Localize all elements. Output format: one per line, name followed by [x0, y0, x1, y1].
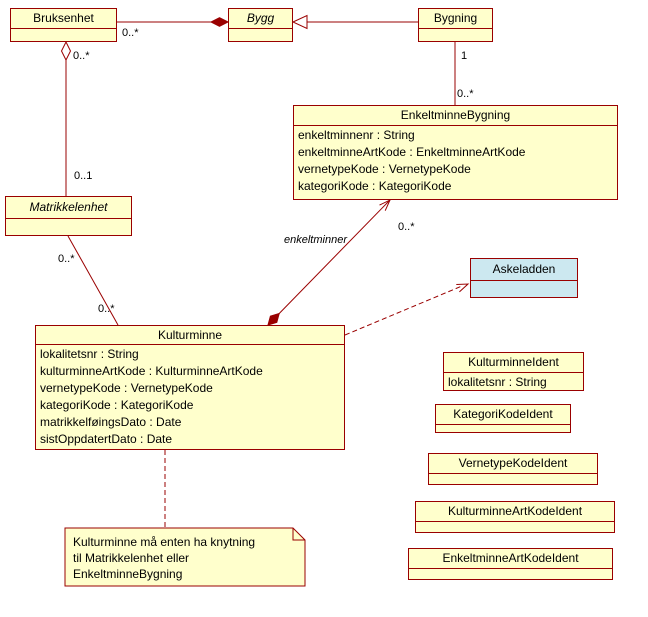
navigability-arrowhead: [379, 198, 392, 211]
generalization-arrowhead: [291, 14, 308, 30]
attribute: kulturminneArtKode : KulturminneArtKode: [40, 364, 263, 378]
attributes-compartment: lokalitetsnr : String kulturminneArtKode…: [36, 344, 344, 449]
class-name: Bygning: [433, 11, 478, 25]
class-name: KategoriKodeIdent: [453, 407, 553, 421]
attribute: vernetypeKode : VernetypeKode: [40, 381, 213, 395]
empty-compartment: [6, 218, 131, 235]
class-name: KulturminneArtKodeIdent: [447, 504, 583, 518]
multiplicity-label: 0..*: [98, 303, 115, 315]
attribute: lokalitetsnr : String: [448, 375, 547, 389]
dependency-kulturminne-askeladden: [344, 283, 470, 336]
generalization-bygning-bygg: [291, 14, 418, 30]
class-kulturminneartkodeident: KulturminneArtKodeIdent: [415, 501, 615, 533]
empty-compartment: [429, 473, 597, 484]
multiplicity-label: 0..*: [122, 27, 139, 39]
aggregation-bruksenhet-matrikkelenhet: [60, 40, 72, 196]
class-bruksenhet: Bruksenhet: [10, 8, 117, 42]
composition-diamond: [209, 17, 230, 27]
class-enkeltminnebygning: EnkeltminneBygning enkeltminnenr : Strin…: [293, 105, 618, 200]
multiplicity-label: 0..*: [398, 221, 415, 233]
class-vernetypekodeident: VernetypeKodeIdent: [428, 453, 598, 485]
class-askeladden: Askeladden: [470, 258, 578, 298]
attribute: vernetypeKode : VernetypeKode: [298, 162, 471, 176]
note: Kulturminne må enten ha knytning til Mat…: [73, 534, 255, 582]
class-name: KulturminneIdent: [468, 355, 559, 369]
class-name: VernetypeKodeIdent: [458, 456, 568, 470]
empty-compartment: [471, 280, 577, 297]
attribute: matrikkelføingsDato : Date: [40, 415, 182, 429]
association-bygg-bruksenhet: [117, 17, 230, 27]
class-name: Matrikkelenhet: [29, 200, 108, 214]
class-enkeltminneartkodeident: EnkeltminneArtKodeIdent: [408, 548, 613, 580]
attribute: enkeltminneArtKode : EnkeltminneArtKode: [298, 145, 526, 159]
association-matrikkelenhet-kulturminne: [67, 235, 119, 326]
class-name: Bruksenhet: [33, 11, 94, 25]
class-kulturminneident: KulturminneIdent lokalitetsnr : String: [443, 352, 584, 391]
empty-compartment: [11, 28, 116, 41]
dependency-arrowhead: [456, 283, 470, 293]
attributes-compartment: enkeltminnenr : String enkeltminneArtKod…: [294, 125, 617, 199]
empty-compartment: [229, 28, 292, 41]
note-body: [64, 527, 306, 587]
note-fold-icon: [292, 528, 305, 541]
multiplicity-label: 1: [461, 50, 468, 62]
empty-compartment: [436, 424, 570, 432]
attribute: lokalitetsnr : String: [40, 347, 139, 361]
attributes-compartment: lokalitetsnr : String: [444, 372, 583, 391]
class-name: Askeladden: [492, 262, 556, 276]
class-kulturminne: Kulturminne lokalitetsnr : String kultur…: [35, 325, 345, 450]
attribute: kategoriKode : KategoriKode: [298, 179, 452, 193]
empty-compartment: [416, 521, 614, 532]
multiplicity-label: 0..*: [58, 253, 75, 265]
note-line: til Matrikkelenhet eller: [73, 551, 190, 565]
composition-kulturminne-enkeltminnebygning: [267, 198, 392, 326]
note-shape: [64, 527, 306, 587]
note-line: Kulturminne må enten ha knytning: [73, 535, 256, 549]
multiplicity-label: 0..*: [73, 50, 90, 62]
class-bygning: Bygning: [418, 8, 493, 42]
multiplicity-label: 0..*: [457, 88, 474, 100]
class-bygg: Bygg: [228, 8, 293, 42]
multiplicity-label: 0..1: [74, 170, 93, 182]
composition-diamond: [267, 312, 280, 326]
class-name: Kulturminne: [157, 328, 223, 342]
note-line: EnkeltminneBygning: [73, 567, 183, 581]
aggregation-diamond: [60, 40, 72, 62]
class-name: EnkeltminneBygning: [400, 108, 511, 122]
class-name: EnkeltminneArtKodeIdent: [442, 551, 579, 565]
attribute: sistOppdatertDato : Date: [40, 432, 173, 446]
attribute: enkeltminnenr : String: [298, 128, 415, 142]
class-kategorikodeident: KategoriKodeIdent: [435, 404, 571, 433]
role-label: enkeltminner: [284, 234, 347, 246]
attribute: kategoriKode : KategoriKode: [40, 398, 194, 412]
class-matrikkelenhet: Matrikkelenhet: [5, 196, 132, 236]
empty-compartment: [409, 568, 612, 579]
empty-compartment: [419, 28, 492, 41]
class-name: Bygg: [246, 11, 275, 25]
